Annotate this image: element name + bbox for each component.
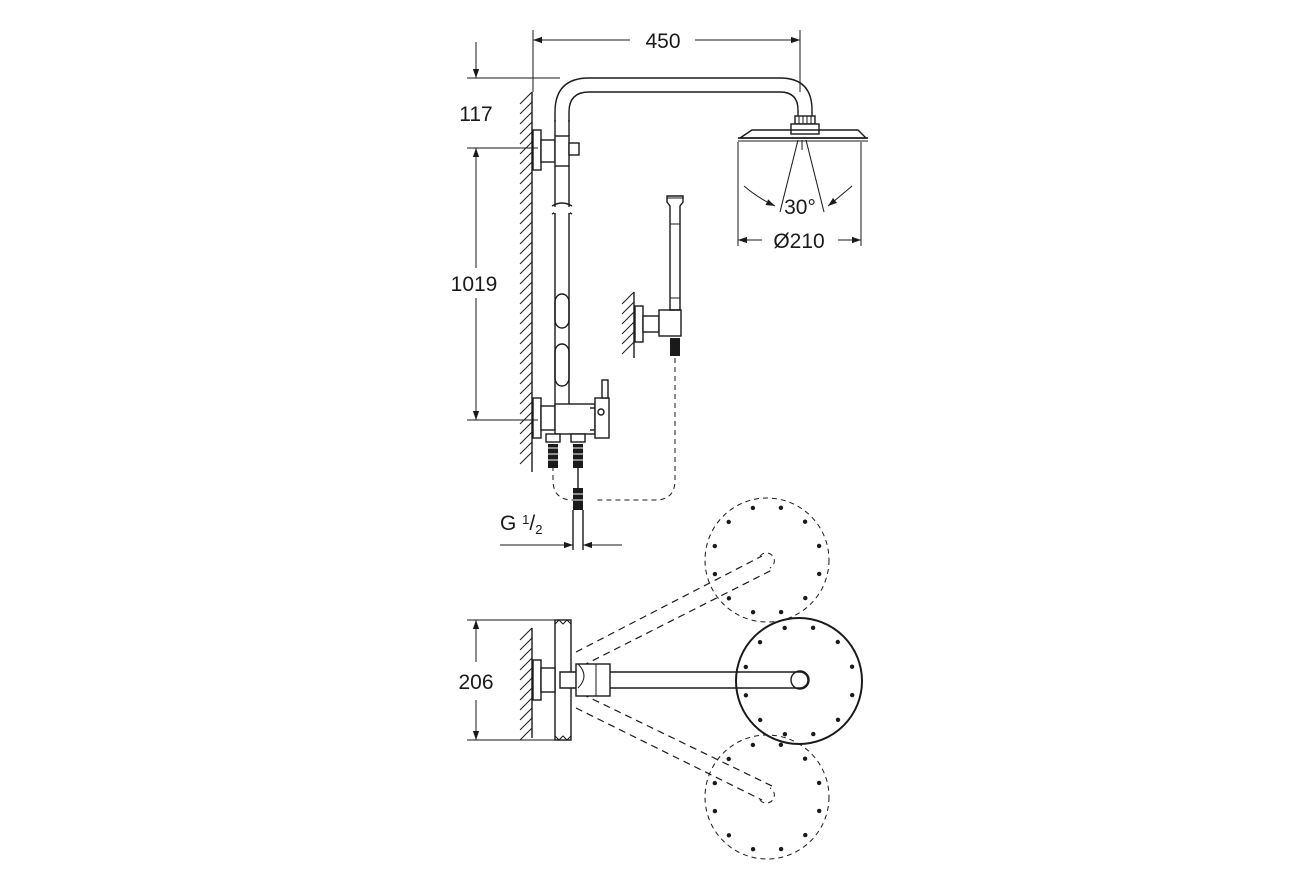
dimension-column-height: 1019 [444, 268, 538, 421]
riser-pipe [551, 120, 573, 396]
dimension-spray-angle: 30° [784, 196, 816, 219]
dimension-head-diameter-label: Ø210 [773, 230, 824, 253]
head-shower [737, 115, 868, 246]
mixer-valve [532, 379, 610, 439]
head-shower-top [735, 617, 863, 745]
dimension-spray-angle-label: 30° [784, 196, 816, 219]
dimension-arm-length-label: 450 [645, 30, 680, 53]
supply-connectors [545, 433, 586, 550]
wall-front [519, 91, 533, 472]
dimension-arm-length: 450 [532, 30, 801, 92]
swivel-range-ghost [575, 497, 830, 860]
dimension-top-offset-label: 117 [459, 103, 492, 126]
hand-shower [621, 195, 684, 358]
dimension-connection-label: G 1/2 [500, 512, 542, 537]
shower-hose [552, 358, 676, 501]
dimension-head-diameter: Ø210 [738, 230, 861, 253]
wall-top [519, 627, 533, 741]
front-view: 450 117 1019 30° Ø210 [444, 30, 868, 550]
overhead-arm [554, 77, 813, 122]
dimension-swivel-depth-label: 206 [458, 671, 493, 694]
dimension-connection: G 1/2 [500, 512, 622, 549]
top-view: 206 [458, 497, 863, 860]
arm-top [559, 663, 809, 697]
dimension-swivel-depth: 206 [458, 619, 558, 741]
dimension-top-offset: 117 [459, 42, 560, 420]
dimension-column-height-label: 1019 [451, 273, 498, 296]
upper-wall-bracket [532, 129, 580, 171]
